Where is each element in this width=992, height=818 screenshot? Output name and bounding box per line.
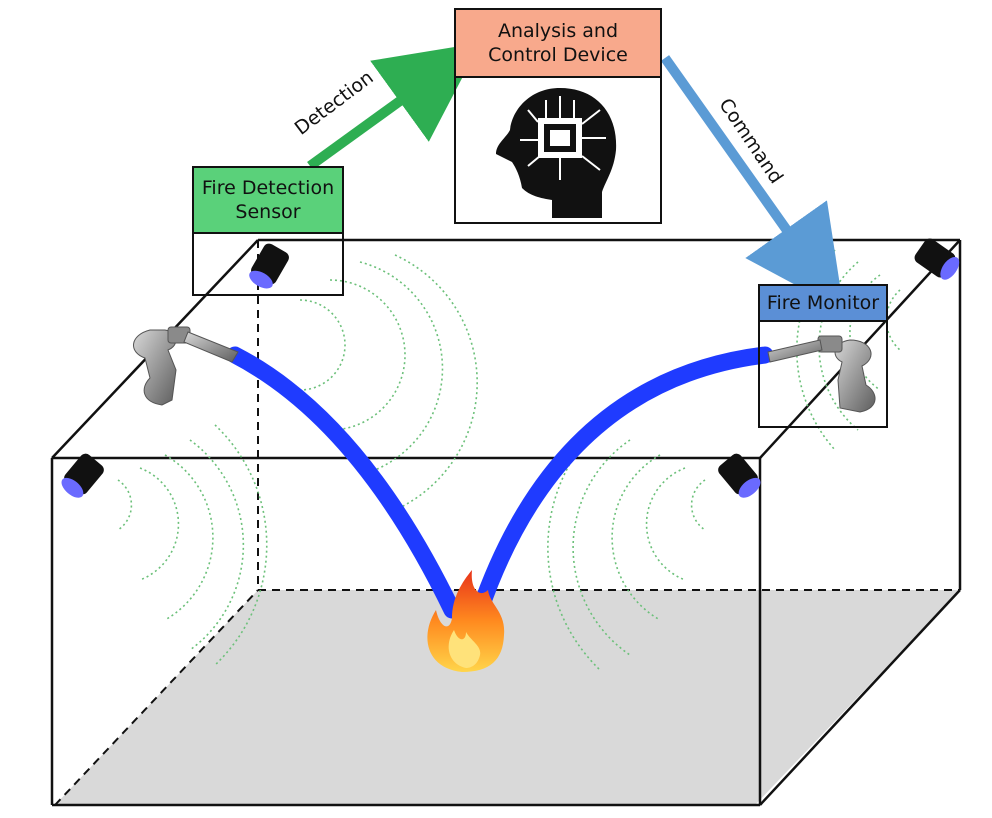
water-jet-right — [471, 346, 774, 619]
detection-arrow — [307, 42, 481, 171]
analysis-control-device-label: Analysis and Control Device — [454, 8, 662, 78]
camera-sensor-icon — [61, 453, 104, 498]
camera-sensor-icon — [249, 243, 289, 289]
water-cannon-icon — [767, 335, 876, 413]
sensor-panel — [192, 232, 344, 296]
water-jet-left — [226, 346, 461, 619]
room-floor — [55, 590, 960, 805]
water-cannon-icon — [133, 326, 239, 406]
monitor-panel — [758, 320, 888, 428]
controller-panel — [454, 76, 662, 224]
fire-monitor-label: Fire Monitor — [758, 284, 888, 322]
brain-head-icon — [496, 88, 617, 218]
room-hidden-edges — [54, 240, 960, 806]
camera-sensor-icon — [718, 453, 761, 498]
camera-sensor-icon — [914, 238, 960, 280]
flame-icon — [427, 570, 505, 672]
command-arrow — [660, 55, 844, 311]
fire-detection-sensor-label: Fire Detection Sensor — [192, 166, 344, 234]
